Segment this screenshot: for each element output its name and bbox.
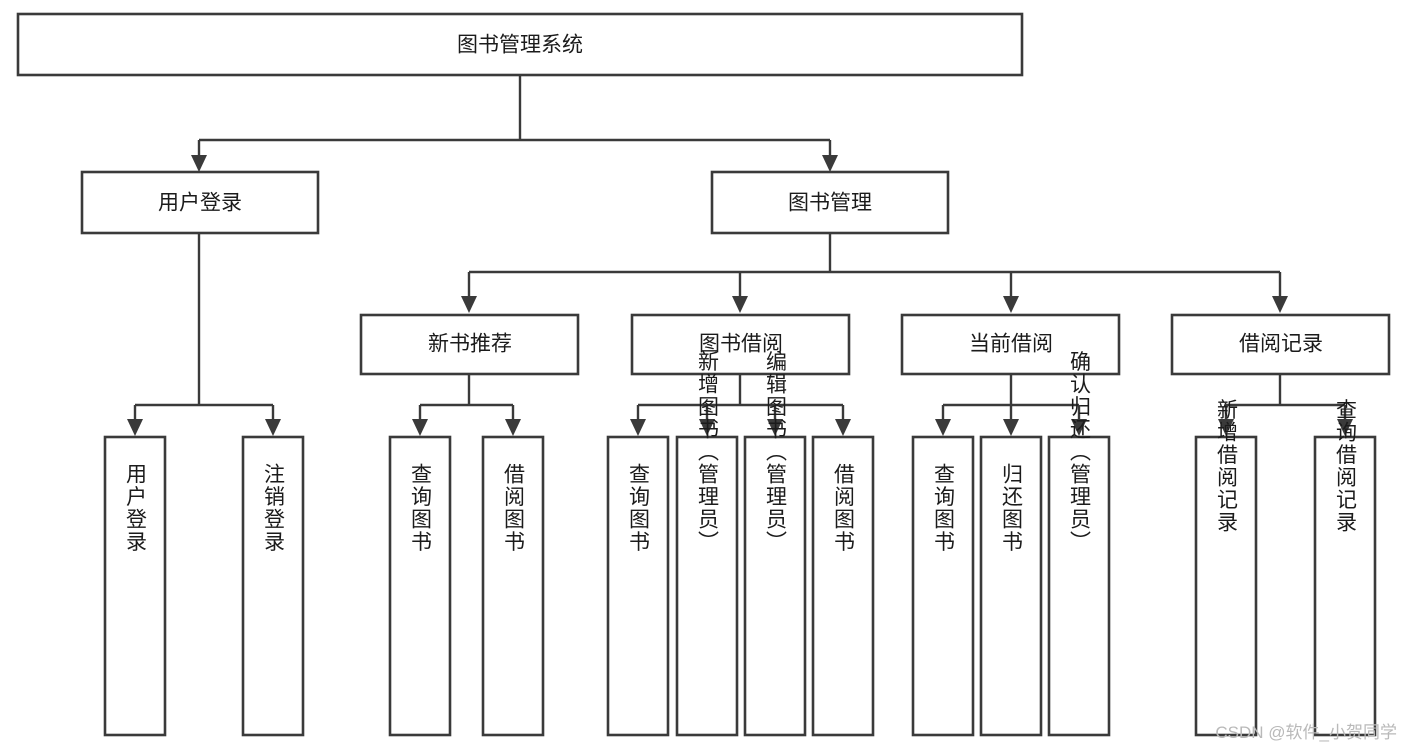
node-book-manage[interactable]: 图书管理 (710, 170, 950, 235)
node-leaf-confirm-return-box[interactable] (1047, 435, 1111, 737)
node-borrow-record-label: 借阅记录 (1239, 333, 1323, 356)
node-leaf-logout[interactable]: 注销登录 (241, 435, 305, 737)
node-book-manage-label: 图书管理 (788, 192, 872, 215)
node-leaf-query-record-box[interactable] (1313, 435, 1377, 737)
node-leaf-add-record-label: 新增借阅记录 (1215, 399, 1239, 534)
node-leaf-borrow-book-2-label: 借阅图书 (832, 463, 856, 553)
node-leaf-query-book-3[interactable]: 查询图书 (911, 435, 975, 737)
node-leaf-query-book-1-label: 查询图书 (409, 463, 433, 553)
arrow-to-new-book-rec (461, 296, 477, 313)
node-leaf-borrow-book-2[interactable]: 借阅图书 (811, 435, 875, 737)
node-book-manage-box[interactable] (710, 170, 950, 235)
node-leaf-query-book-1-box[interactable] (388, 435, 452, 737)
node-borrow-record-box[interactable] (1170, 313, 1391, 376)
node-leaf-add-book-box[interactable] (675, 435, 739, 737)
node-user-login-box[interactable] (80, 170, 320, 235)
arrow-to-book-manage (822, 155, 838, 172)
node-leaf-return-book[interactable]: 归还图书 (979, 435, 1043, 737)
node-leaf-return-book-label: 归还图书 (1000, 463, 1024, 553)
arrow-to-leaf-add-book (699, 419, 715, 436)
node-new-book-rec-label: 新书推荐 (428, 333, 512, 356)
node-leaf-confirm-return[interactable]: 确认归还（管理员） (1047, 351, 1111, 737)
node-current-borrow[interactable]: 当前借阅 (900, 313, 1121, 376)
node-leaf-logout-label: 注销登录 (262, 463, 286, 553)
edge-bookmanage-bus (467, 233, 1282, 296)
node-leaf-query-book-3-box[interactable] (911, 435, 975, 737)
node-leaf-user-login-box[interactable] (103, 435, 167, 737)
arrow-to-leaf-user-login (127, 419, 143, 436)
node-root[interactable]: 图书管理系统 (16, 12, 1024, 77)
node-leaf-add-record-box[interactable] (1194, 435, 1258, 737)
node-leaf-user-login-label: 用户登录 (124, 463, 148, 553)
node-root-label: 图书管理系统 (457, 34, 583, 57)
node-leaf-add-book-label: 新增图书（管理员） (696, 351, 720, 554)
arrow-to-leaf-query-book-3 (935, 419, 951, 436)
arrow-to-leaf-query-record (1337, 419, 1353, 436)
node-leaf-borrow-book-1[interactable]: 借阅图书 (481, 435, 545, 737)
arrow-to-leaf-return-book (1003, 419, 1019, 436)
node-leaf-query-book-3-label: 查询图书 (932, 463, 956, 553)
edge-currentborrow-bus (941, 374, 1081, 419)
arrow-to-borrow-record (1272, 296, 1288, 313)
node-leaf-confirm-return-label: 确认归还（管理员） (1068, 351, 1092, 554)
node-book-borrow-box[interactable] (630, 313, 851, 376)
edge-userlogin-bus (133, 233, 275, 419)
node-leaf-return-book-box[interactable] (979, 435, 1043, 737)
node-root-box[interactable] (16, 12, 1024, 77)
arrow-to-user-login (191, 155, 207, 172)
arrow-to-book-borrow (732, 296, 748, 313)
edge-root-bus (197, 75, 832, 155)
arrow-to-leaf-logout (265, 419, 281, 436)
node-new-book-rec[interactable]: 新书推荐 (359, 313, 580, 376)
node-leaf-borrow-book-1-label: 借阅图书 (502, 463, 526, 553)
arrow-to-leaf-confirm-return (1071, 419, 1087, 436)
node-leaf-logout-box[interactable] (241, 435, 305, 737)
arrow-to-current-borrow (1003, 296, 1019, 313)
node-leaf-edit-book-label: 编辑图书（管理员） (764, 351, 788, 554)
node-leaf-query-book-2[interactable]: 查询图书 (606, 435, 670, 737)
edge-bookborrow-bus (636, 374, 845, 419)
node-leaf-query-book-1[interactable]: 查询图书 (388, 435, 452, 737)
node-leaf-add-book[interactable]: 新增图书（管理员） (675, 351, 739, 737)
csdn-watermark: CSDN @软件_小贺同学 (1215, 723, 1397, 742)
node-book-borrow[interactable]: 图书借阅 (630, 313, 851, 376)
node-book-borrow-label: 图书借阅 (699, 333, 783, 356)
node-borrow-record[interactable]: 借阅记录 (1170, 313, 1391, 376)
arrow-to-leaf-query-book-2 (630, 419, 646, 436)
node-new-book-rec-box[interactable] (359, 313, 580, 376)
node-leaf-query-record[interactable]: 查询借阅记录 (1313, 399, 1377, 737)
node-leaf-edit-book-box[interactable] (743, 435, 807, 737)
edge-newbookrec-bus (418, 374, 515, 419)
arrow-to-leaf-borrow-book-2 (835, 419, 851, 436)
node-leaf-user-login[interactable]: 用户登录 (103, 435, 167, 737)
node-current-borrow-label: 当前借阅 (969, 333, 1053, 356)
arrow-to-leaf-edit-book (767, 419, 783, 436)
node-leaf-borrow-book-2-box[interactable] (811, 435, 875, 737)
edge-borrowrecord-bus (1224, 374, 1347, 419)
node-leaf-query-book-2-label: 查询图书 (627, 463, 651, 553)
node-leaf-edit-book[interactable]: 编辑图书（管理员） (743, 351, 807, 737)
arrow-to-leaf-query-book-1 (412, 419, 428, 436)
arrow-to-leaf-borrow-book-1 (505, 419, 521, 436)
arrow-to-leaf-add-record (1218, 419, 1234, 436)
node-user-login-label: 用户登录 (158, 192, 242, 215)
node-leaf-add-record[interactable]: 新增借阅记录 (1194, 399, 1258, 737)
node-current-borrow-box[interactable] (900, 313, 1121, 376)
node-leaf-borrow-book-1-box[interactable] (481, 435, 545, 737)
connectors-layer (127, 75, 1353, 436)
node-leaf-query-book-2-box[interactable] (606, 435, 670, 737)
node-user-login[interactable]: 用户登录 (80, 170, 320, 235)
node-leaf-query-record-label: 查询借阅记录 (1334, 399, 1358, 534)
